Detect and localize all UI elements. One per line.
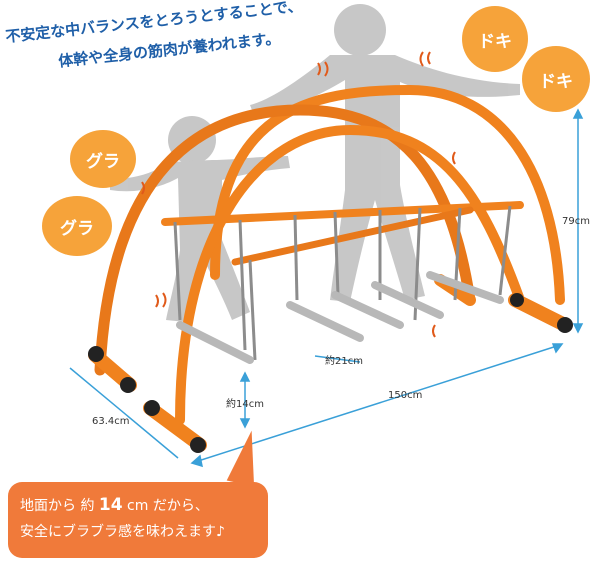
note-suffix: cm だから、 <box>127 498 209 514</box>
top-bar-front <box>161 201 524 226</box>
doki-bubble-1: ドキ <box>462 6 528 72</box>
rung-width-dimension: 約21cm <box>325 356 363 367</box>
far-arch <box>210 84 565 305</box>
shake-marks <box>141 51 456 338</box>
swing-bars <box>176 271 504 364</box>
note-number: 14 <box>98 495 123 515</box>
depth-dimension: 63.4cm <box>92 416 130 427</box>
clearance-dimension: 約14cm <box>226 399 264 410</box>
doki-bubble-2: ドキ <box>522 46 590 112</box>
note-prefix: 地面から 約 <box>20 498 95 514</box>
gura-bubble-2: グラ <box>42 196 112 256</box>
near-arch <box>94 104 476 376</box>
note-line-2: 安全にブラブラ感を味わえます♪ <box>20 524 225 540</box>
gura-bubble-1: グラ <box>70 130 136 188</box>
width-dimension: 150cm <box>388 390 423 401</box>
near-arch-rear <box>175 124 525 425</box>
height-dimension: 79cm <box>562 216 590 227</box>
safety-note: 地面から 約 14 cm だから、 安全にブラブラ感を味わえます♪ <box>8 482 268 558</box>
top-bar-back <box>231 206 474 266</box>
dimension-lines <box>69 108 584 468</box>
